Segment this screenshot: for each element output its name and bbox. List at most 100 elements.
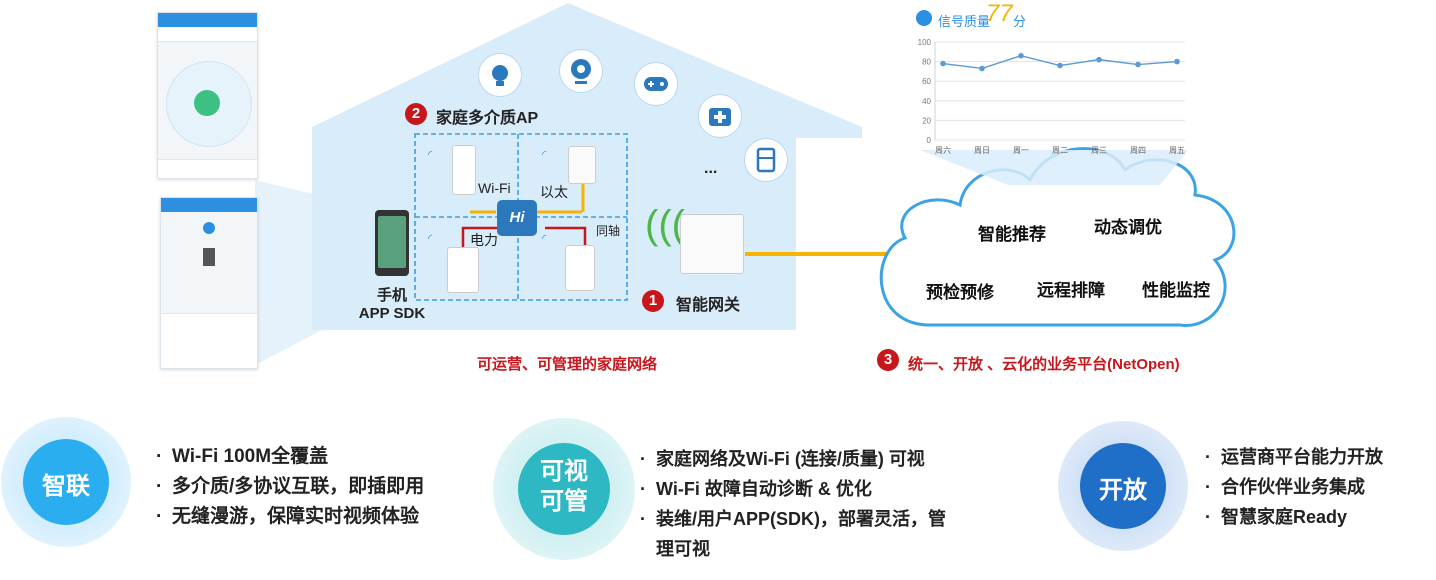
- app-play-icon: [194, 90, 220, 116]
- cloud-item-performance-monitor: 性能监控: [1142, 281, 1210, 300]
- chart-data-point: [1018, 52, 1024, 59]
- bullet-text: 装维/用户APP(SDK)，部署灵活，管: [656, 509, 947, 529]
- hi-hub-icon: Hi: [497, 200, 537, 236]
- wifi-signal-icon: ◜: [542, 149, 547, 161]
- bullet-item: · 运营商平台能力开放: [1205, 442, 1383, 472]
- cloud-item-remote-troubleshoot: 远程排障: [1037, 281, 1105, 300]
- bullet-dot: ·: [156, 446, 163, 467]
- topology-root-icon: [203, 222, 215, 234]
- app-bottom-nav: [158, 159, 257, 178]
- camera-icon: [559, 49, 603, 93]
- bullet-item: · 家庭网络及Wi-Fi (连接/质量) 可视: [640, 444, 946, 474]
- powerline-ap-device: [447, 247, 479, 293]
- bullet-item: · 合作伙伴业务集成: [1205, 472, 1383, 502]
- feature-circle-3: [1080, 443, 1166, 529]
- chart-x-tick-label: 周五: [1169, 146, 1185, 155]
- signal-score: 77: [986, 0, 1013, 27]
- bullet-text: Wi-Fi 100M全覆盖: [172, 446, 329, 467]
- bullet-item: · 装维/用户APP(SDK)，部署灵活，管: [640, 504, 946, 534]
- topology-gateway-icon: [203, 248, 215, 266]
- wifi-ap-device: [452, 145, 476, 195]
- feature-circle-2: [518, 443, 610, 535]
- cloud-item-dynamic-tuning: 动态调优: [1094, 218, 1162, 237]
- feature-circle-label-1: 智联: [42, 473, 90, 500]
- chart-x-tick-label: 周四: [1130, 146, 1146, 155]
- cloud-item-smart-recommend: 智能推荐: [978, 225, 1046, 244]
- more-devices-ellipsis: ...: [704, 160, 718, 177]
- chart-y-tick-label: 20: [922, 116, 931, 125]
- feature-circle-label-2a: 可视: [540, 458, 588, 485]
- hub-label: Hi: [509, 209, 525, 226]
- bullet-item: ·Wi-Fi 故障自动诊断 & 优化: [640, 474, 946, 504]
- smartphone-device: [375, 210, 409, 276]
- feature-circle-label-2b: 可管: [540, 488, 588, 515]
- coax-label: 同轴: [596, 224, 621, 238]
- powerline-link: [461, 226, 505, 250]
- app-header-bar: [158, 13, 257, 27]
- signal-title: 信号质量: [938, 14, 991, 29]
- ap-title: 家庭多介质AP: [436, 110, 539, 127]
- bullet-text: 家庭网络及Wi-Fi (连接/质量) 可视: [656, 449, 925, 469]
- signal-unit: 分: [1013, 14, 1027, 29]
- feature-circle-label-2: 可视 可管: [518, 457, 610, 517]
- feature-circle-1: [23, 439, 109, 525]
- bullet-dot: ·: [1205, 477, 1211, 497]
- chart-x-tick-label: 周三: [1091, 146, 1107, 155]
- fridge-icon: [744, 138, 788, 182]
- app-function-grid: [161, 313, 257, 368]
- ethernet-ap-device: [568, 146, 596, 184]
- app-tab-bar: [158, 27, 257, 42]
- feature-bullets-3: · 运营商平台能力开放 · 合作伙伴业务集成 ·智慧家庭Ready: [1205, 442, 1383, 532]
- cloud-item-precheck: 预检预修: [926, 283, 994, 302]
- bullet-dot: ·: [156, 476, 163, 497]
- powerline-label: 电力: [470, 232, 498, 248]
- feature-bullets-2: ·家庭网络及Wi-Fi (连接/质量) 可视 ·Wi-Fi 故障自动诊断 & 优…: [640, 444, 946, 564]
- badge-three: 3: [877, 349, 899, 371]
- wifi-signal-icon: ◜: [428, 233, 433, 245]
- chart-y-tick-label: 0: [927, 136, 932, 145]
- feature-circle-label-3: 开放: [1099, 477, 1147, 504]
- signal-line-chart: 020406080100周六周日周一周二周三周四周五: [918, 38, 1185, 155]
- bullet-item: 理可视: [640, 534, 946, 564]
- cloud-shape: [879, 147, 1236, 327]
- house-caption: 可运营、可管理的家庭网络: [477, 356, 658, 373]
- chart-y-tick-label: 40: [922, 97, 931, 106]
- app-screenshot-wifi-map: [157, 12, 258, 179]
- app-header-bar-2: [161, 198, 257, 212]
- bullet-text: 无缝漫游，保障实时视频体验: [172, 506, 420, 527]
- bullet-text: 运营商平台能力开放: [1221, 447, 1383, 467]
- medical-kit-icon: [698, 94, 742, 138]
- chart-y-tick-label: 80: [922, 58, 931, 67]
- feature-bullets-1: · Wi-Fi 100M全覆盖 ·多介质/多协议互联，即插即用 · 无缝漫游，保障实…: [156, 442, 424, 532]
- bullet-dot: ·: [156, 506, 163, 527]
- bullet-text: Wi-Fi 故障自动诊断 & 优化: [656, 479, 872, 499]
- coax-link: [545, 226, 587, 245]
- gateway-device: [680, 214, 744, 274]
- bullet-item: ·多介质/多协议互联，即插即用: [156, 472, 424, 502]
- badge-one: 1: [642, 290, 664, 312]
- bullet-dot: ·: [1205, 507, 1211, 527]
- ethernet-label: 以太: [540, 184, 568, 200]
- wifi-broadcast-icon: (((: [645, 203, 685, 247]
- bullet-item: ·智慧家庭Ready: [1205, 502, 1383, 532]
- chart-y-tick-label: 100: [918, 38, 932, 47]
- smartphone-screen: [378, 216, 406, 268]
- bullet-item: · 无缝漫游，保障实时视频体验: [156, 502, 424, 532]
- chart-data-point: [1135, 61, 1141, 68]
- chart-projection: [920, 150, 1188, 185]
- wifi-label: Wi-Fi: [478, 180, 511, 196]
- app-screenshot-topology: [160, 197, 258, 369]
- bullet-dot: ·: [640, 449, 646, 469]
- signal-wifi-icon: [916, 10, 932, 26]
- coax-ap-device: [565, 245, 595, 291]
- chart-data-point: [1096, 56, 1102, 63]
- chart-data-point: [979, 65, 985, 72]
- chart-x-tick-label: 周二: [1052, 146, 1068, 155]
- bullet-dot: ·: [640, 509, 646, 529]
- wifi-signal-icon: ◜: [542, 233, 547, 245]
- bullet-dot: ·: [1205, 447, 1211, 467]
- badge-two: 2: [405, 103, 427, 125]
- chart-data-point: [940, 60, 946, 67]
- phone-label-line2: APP SDK: [358, 305, 426, 322]
- bullet-text: 合作伙伴业务集成: [1221, 477, 1365, 497]
